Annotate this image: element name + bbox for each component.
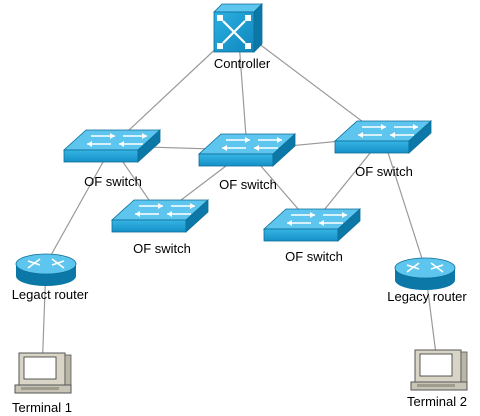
link-controller-sw3 (237, 27, 384, 138)
term2-terminal-icon (410, 349, 468, 391)
terminal-1-label: Terminal 1 (12, 400, 72, 415)
router-2-label: Legacy router (387, 289, 467, 304)
nodes-layer (14, 3, 468, 394)
terminal-2-label: Terminal 2 (407, 394, 467, 409)
controller-controller-icon (213, 3, 263, 53)
sw5-switch-icon (262, 208, 362, 242)
links-layer (41, 27, 439, 374)
switch-2-label: OF switch (219, 177, 277, 192)
link-sw1-router1 (45, 145, 113, 265)
switch-1-label: OF switch (84, 174, 142, 189)
switch-5-label: OF switch (285, 249, 343, 264)
sw1-switch-icon (62, 129, 162, 163)
switch-4-label: OF switch (133, 241, 191, 256)
sw4-switch-icon (110, 199, 210, 233)
sw2-switch-icon (197, 133, 297, 167)
sw3-switch-icon (333, 120, 433, 154)
router-1-label: Legact router (11, 287, 89, 302)
link-sw3-router2 (382, 136, 426, 269)
term1-terminal-icon (14, 352, 72, 394)
controller-label: Controller (213, 56, 271, 71)
switch-3-label: OF switch (355, 164, 413, 179)
router2-router-icon (394, 257, 456, 290)
router1-router-icon (15, 253, 77, 286)
